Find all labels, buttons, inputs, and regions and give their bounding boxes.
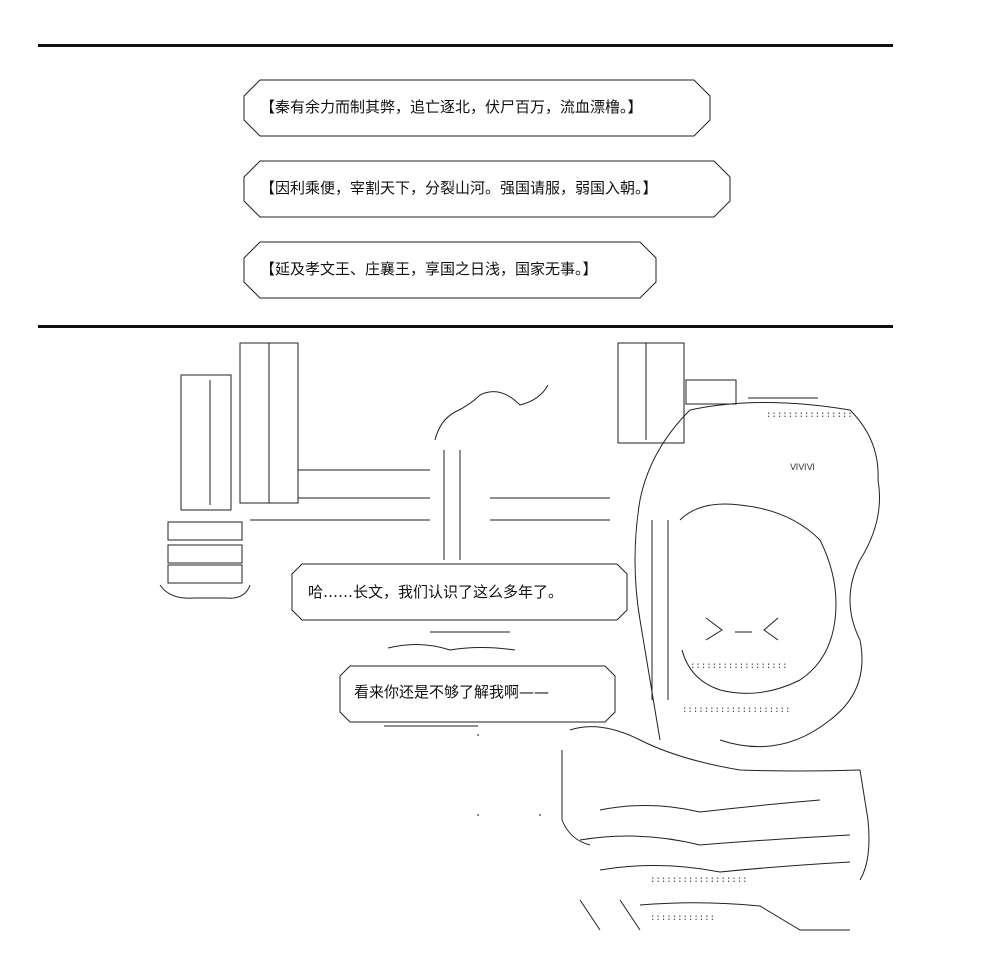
svg-text:::::::::::::: :::::::::::: [650,913,715,923]
middle-divider [38,325,893,328]
speech-bubble-frame-icon [339,665,616,723]
speech-bubble-2: 看来你还是不够了解我啊—— [339,664,616,724]
svg-text:::::::::::::::::::: :::::::::::::::::: [690,661,788,671]
banner-text: 【因利乘便，宰割天下，分裂山河。强国请服，弱国入朝。】 [260,179,658,197]
speech-bubble-frame-icon [291,563,628,621]
svg-text:::::::::::::::::: :::::::::::::::: [766,410,853,420]
svg-text:::::::::::::::::::::: :::::::::::::::::::: [682,705,790,715]
svg-text:ⅥⅥⅥ: ⅥⅥⅥ [790,463,815,473]
banner-frame-icon [243,79,711,137]
narration-banner-2: 【因利乘便，宰割天下，分裂山河。强国请服，弱国入朝。】 [243,160,731,218]
speech-bubble-1: 哈……长文，我们认识了这么多年了。 [291,562,628,622]
top-divider [38,44,893,47]
banner-frame-icon [243,241,657,299]
dialogue-text: 哈……长文，我们认识了这么多年了。 [308,583,564,601]
dialogue-text: 看来你还是不够了解我啊—— [354,683,550,701]
narration-banner-1: 【秦有余力而制其弊，追亡逐北，伏尸百万，流血漂橹。】 [243,79,711,137]
banner-frame-icon [243,160,731,218]
narration-banner-3: 【延及孝文王、庄襄王，享国之日浅，国家无事。】 [243,241,657,299]
svg-text:::::::::::::::::::: :::::::::::::::::: [650,875,748,885]
banner-text: 【秦有余力而制其弊，追亡逐北，伏尸百万，流血漂橹。】 [260,98,643,116]
banner-text: 【延及孝文王、庄襄王，享国之日浅，国家无事。】 [260,260,598,278]
